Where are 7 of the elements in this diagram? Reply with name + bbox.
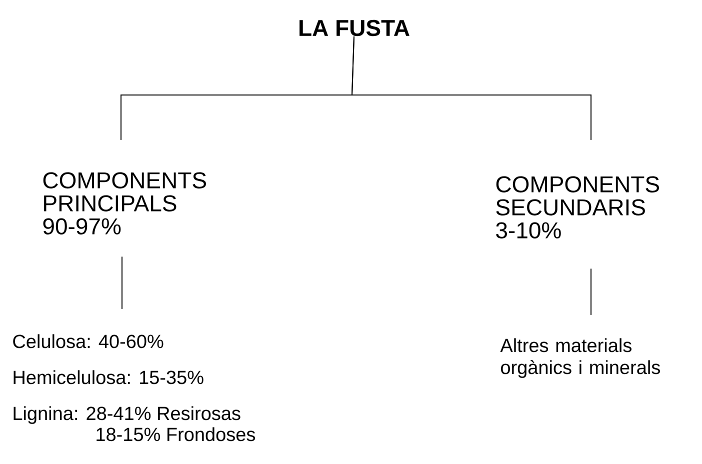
connector-line: [351, 36, 592, 140]
component-list: Celulosa: 40-60% Hemicelulosa: 15-35% Lignina: 28-41% Resirosas 18-15% Frondoses: [13, 334, 255, 442]
category-text: COMPONENTS PRINCIPALS 90-97%: [43, 172, 206, 234]
connector-line: [590, 268, 592, 316]
note-text: Altres materials orgànics i minerals: [500, 338, 660, 378]
category-text: COMPONENTS SECUNDARIS 3-10%: [496, 176, 659, 238]
title-text: LA FUSTA: [300, 20, 410, 36]
